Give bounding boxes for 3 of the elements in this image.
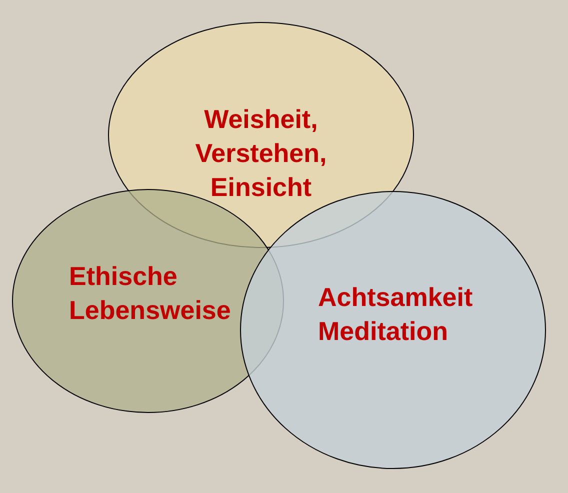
- circle-label: Ethische Lebensweise: [69, 260, 232, 327]
- circle-label: Achtsamkeit Meditation: [318, 281, 474, 348]
- circle-label: Weisheit, Verstehen, Einsicht: [194, 103, 328, 204]
